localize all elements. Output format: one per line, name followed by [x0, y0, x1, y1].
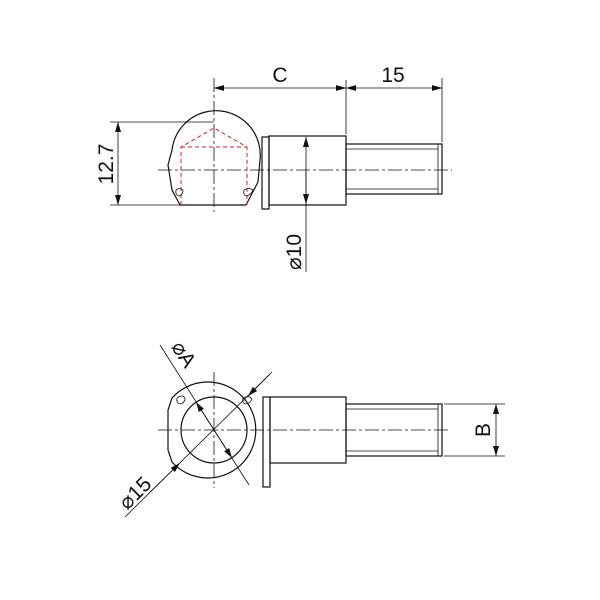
side-view: C 15 12.7 ⌀10: [95, 64, 452, 272]
dim-line-15-diameter: [124, 371, 273, 518]
dim-line-15-arrow-b: [247, 373, 271, 397]
hidden-lines: [180, 127, 248, 205]
flange: [261, 136, 270, 210]
flange: [262, 396, 271, 488]
pin-right: [243, 188, 254, 197]
outer-ring: [167, 381, 257, 479]
dim-label-a: ⌀A: [167, 337, 201, 372]
dim-label-12-7: 12.7: [95, 144, 118, 185]
dim-line-a-arrows: [195, 401, 233, 459]
pin-right: [242, 396, 253, 405]
front-view: ⌀A ⌀15 B: [115, 337, 505, 518]
body: [268, 135, 347, 206]
thread-stud: [345, 143, 443, 195]
dim-label-15-diameter: ⌀15: [115, 473, 157, 515]
pin-left: [175, 188, 184, 197]
dim-label-15: 15: [381, 64, 404, 87]
dim-label-10: ⌀10: [283, 234, 306, 270]
dim-line-15-arrow-a: [149, 462, 181, 493]
dim-label-c: C: [272, 64, 287, 87]
dim-label-b: B: [472, 423, 495, 437]
pin-left: [176, 395, 186, 405]
head-outline: [167, 110, 261, 206]
